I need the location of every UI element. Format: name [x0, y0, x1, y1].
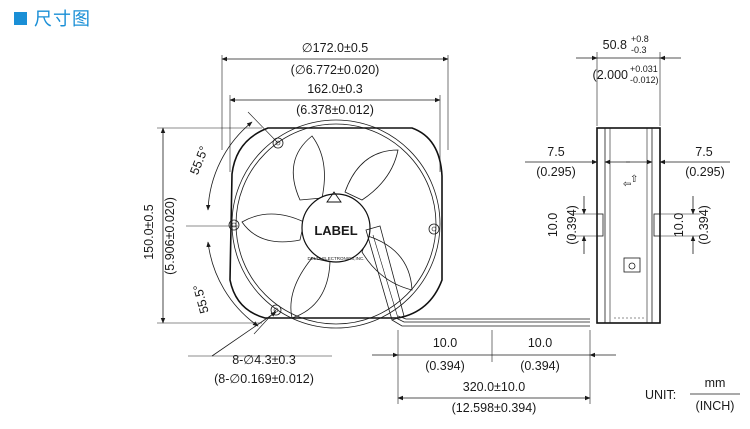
strip-b-label: 10.0	[528, 336, 552, 350]
section-header: 尺寸图	[14, 5, 91, 31]
slot-right-inch-label: (0.394)	[697, 205, 711, 245]
mounting-hole-icon	[428, 223, 440, 235]
flange-left-label: 7.5	[547, 145, 564, 159]
depth-inch-tol-plus: +0.031	[630, 64, 658, 74]
slot-right-label: 10.0	[672, 213, 686, 237]
depth-tol-plus: +0.8	[631, 34, 649, 44]
angle-arc-bottom	[206, 241, 259, 327]
angle-top-label: 55.5°	[187, 144, 211, 176]
wire-length-inch-label: (12.598±0.394)	[452, 401, 537, 415]
wire-channel-inner	[372, 234, 399, 319]
height-inch-label: (5.906±0.020)	[163, 197, 177, 275]
strip-a-label: 10.0	[433, 336, 457, 350]
slot-left-label: 10.0	[546, 213, 560, 237]
fan-blade	[344, 149, 399, 201]
airflow-arrow-icon: ⇦	[623, 179, 631, 190]
depth-inch-label: (2.000	[593, 68, 628, 82]
side-housing-outline	[596, 127, 661, 324]
unit-legend: UNIT: mm (INCH)	[645, 376, 740, 413]
fan-blade	[361, 235, 413, 291]
fan-side-view: ⇦ ⇧	[596, 127, 661, 324]
unit-primary: mm	[705, 376, 726, 390]
flange-right-label: 7.5	[695, 145, 712, 159]
mounting-hole-icon	[228, 219, 240, 231]
outer-dia-inch-label: (∅6.772±0.020)	[291, 63, 380, 77]
hole-inch-label: (8-∅0.169±0.012)	[214, 372, 314, 386]
hole-label: 8-∅4.3±0.3	[232, 353, 296, 367]
wire-length-label: 320.0±10.0	[463, 380, 526, 394]
outer-dia-label: ∅172.0±0.5	[302, 41, 368, 55]
height-label: 150.0±0.5	[142, 204, 156, 260]
delta-logo-icon	[326, 191, 342, 203]
unit-label: UNIT:	[645, 388, 676, 402]
lead-wire	[391, 319, 590, 327]
flange-left-inch-label: (0.295)	[536, 165, 576, 179]
depth-tol-minus: -0.3	[631, 45, 647, 55]
side-label-box	[623, 257, 641, 273]
hub-label: LABEL	[314, 223, 357, 238]
angle-leader	[253, 309, 277, 335]
angle-leader	[247, 111, 279, 144]
fan-blade	[290, 257, 331, 319]
rotation-arrow-icon: ⇧	[630, 174, 638, 185]
hub-brand: DELTA ELECTRONICS,INC.	[307, 256, 364, 261]
wire-channel	[365, 225, 405, 321]
side-slot-right	[653, 213, 661, 237]
fan-hub	[301, 193, 371, 263]
angle-bottom-label: 55.5°	[191, 283, 212, 315]
header-square-icon	[14, 11, 27, 25]
depth-label: 50.8	[603, 38, 627, 52]
fan-blade	[241, 213, 305, 243]
fan-blade	[292, 135, 325, 201]
strip-a-inch-label: (0.394)	[425, 359, 465, 373]
depth-inch-tol-minus: -0.012)	[630, 75, 659, 85]
flange-right-inch-label: (0.295)	[685, 165, 725, 179]
angle-arc-top	[205, 121, 253, 211]
fan-front-view: LABEL DELTA ELECTRONICS,INC.	[228, 119, 590, 329]
lead-wire	[397, 315, 590, 320]
width-label: 162.0±0.3	[307, 82, 363, 96]
section-title: 尺寸图	[34, 9, 91, 30]
mounting-hole-icon	[272, 137, 284, 149]
side-label-hole	[628, 262, 636, 270]
strip-b-inch-label: (0.394)	[520, 359, 560, 373]
slot-left-inch-label: (0.394)	[565, 205, 579, 245]
hole-leader	[211, 311, 277, 357]
unit-secondary: (INCH)	[696, 399, 735, 413]
lead-wire	[395, 317, 590, 323]
side-slot-left	[596, 213, 604, 237]
width-inch-label: (6.378±0.012)	[296, 103, 374, 117]
